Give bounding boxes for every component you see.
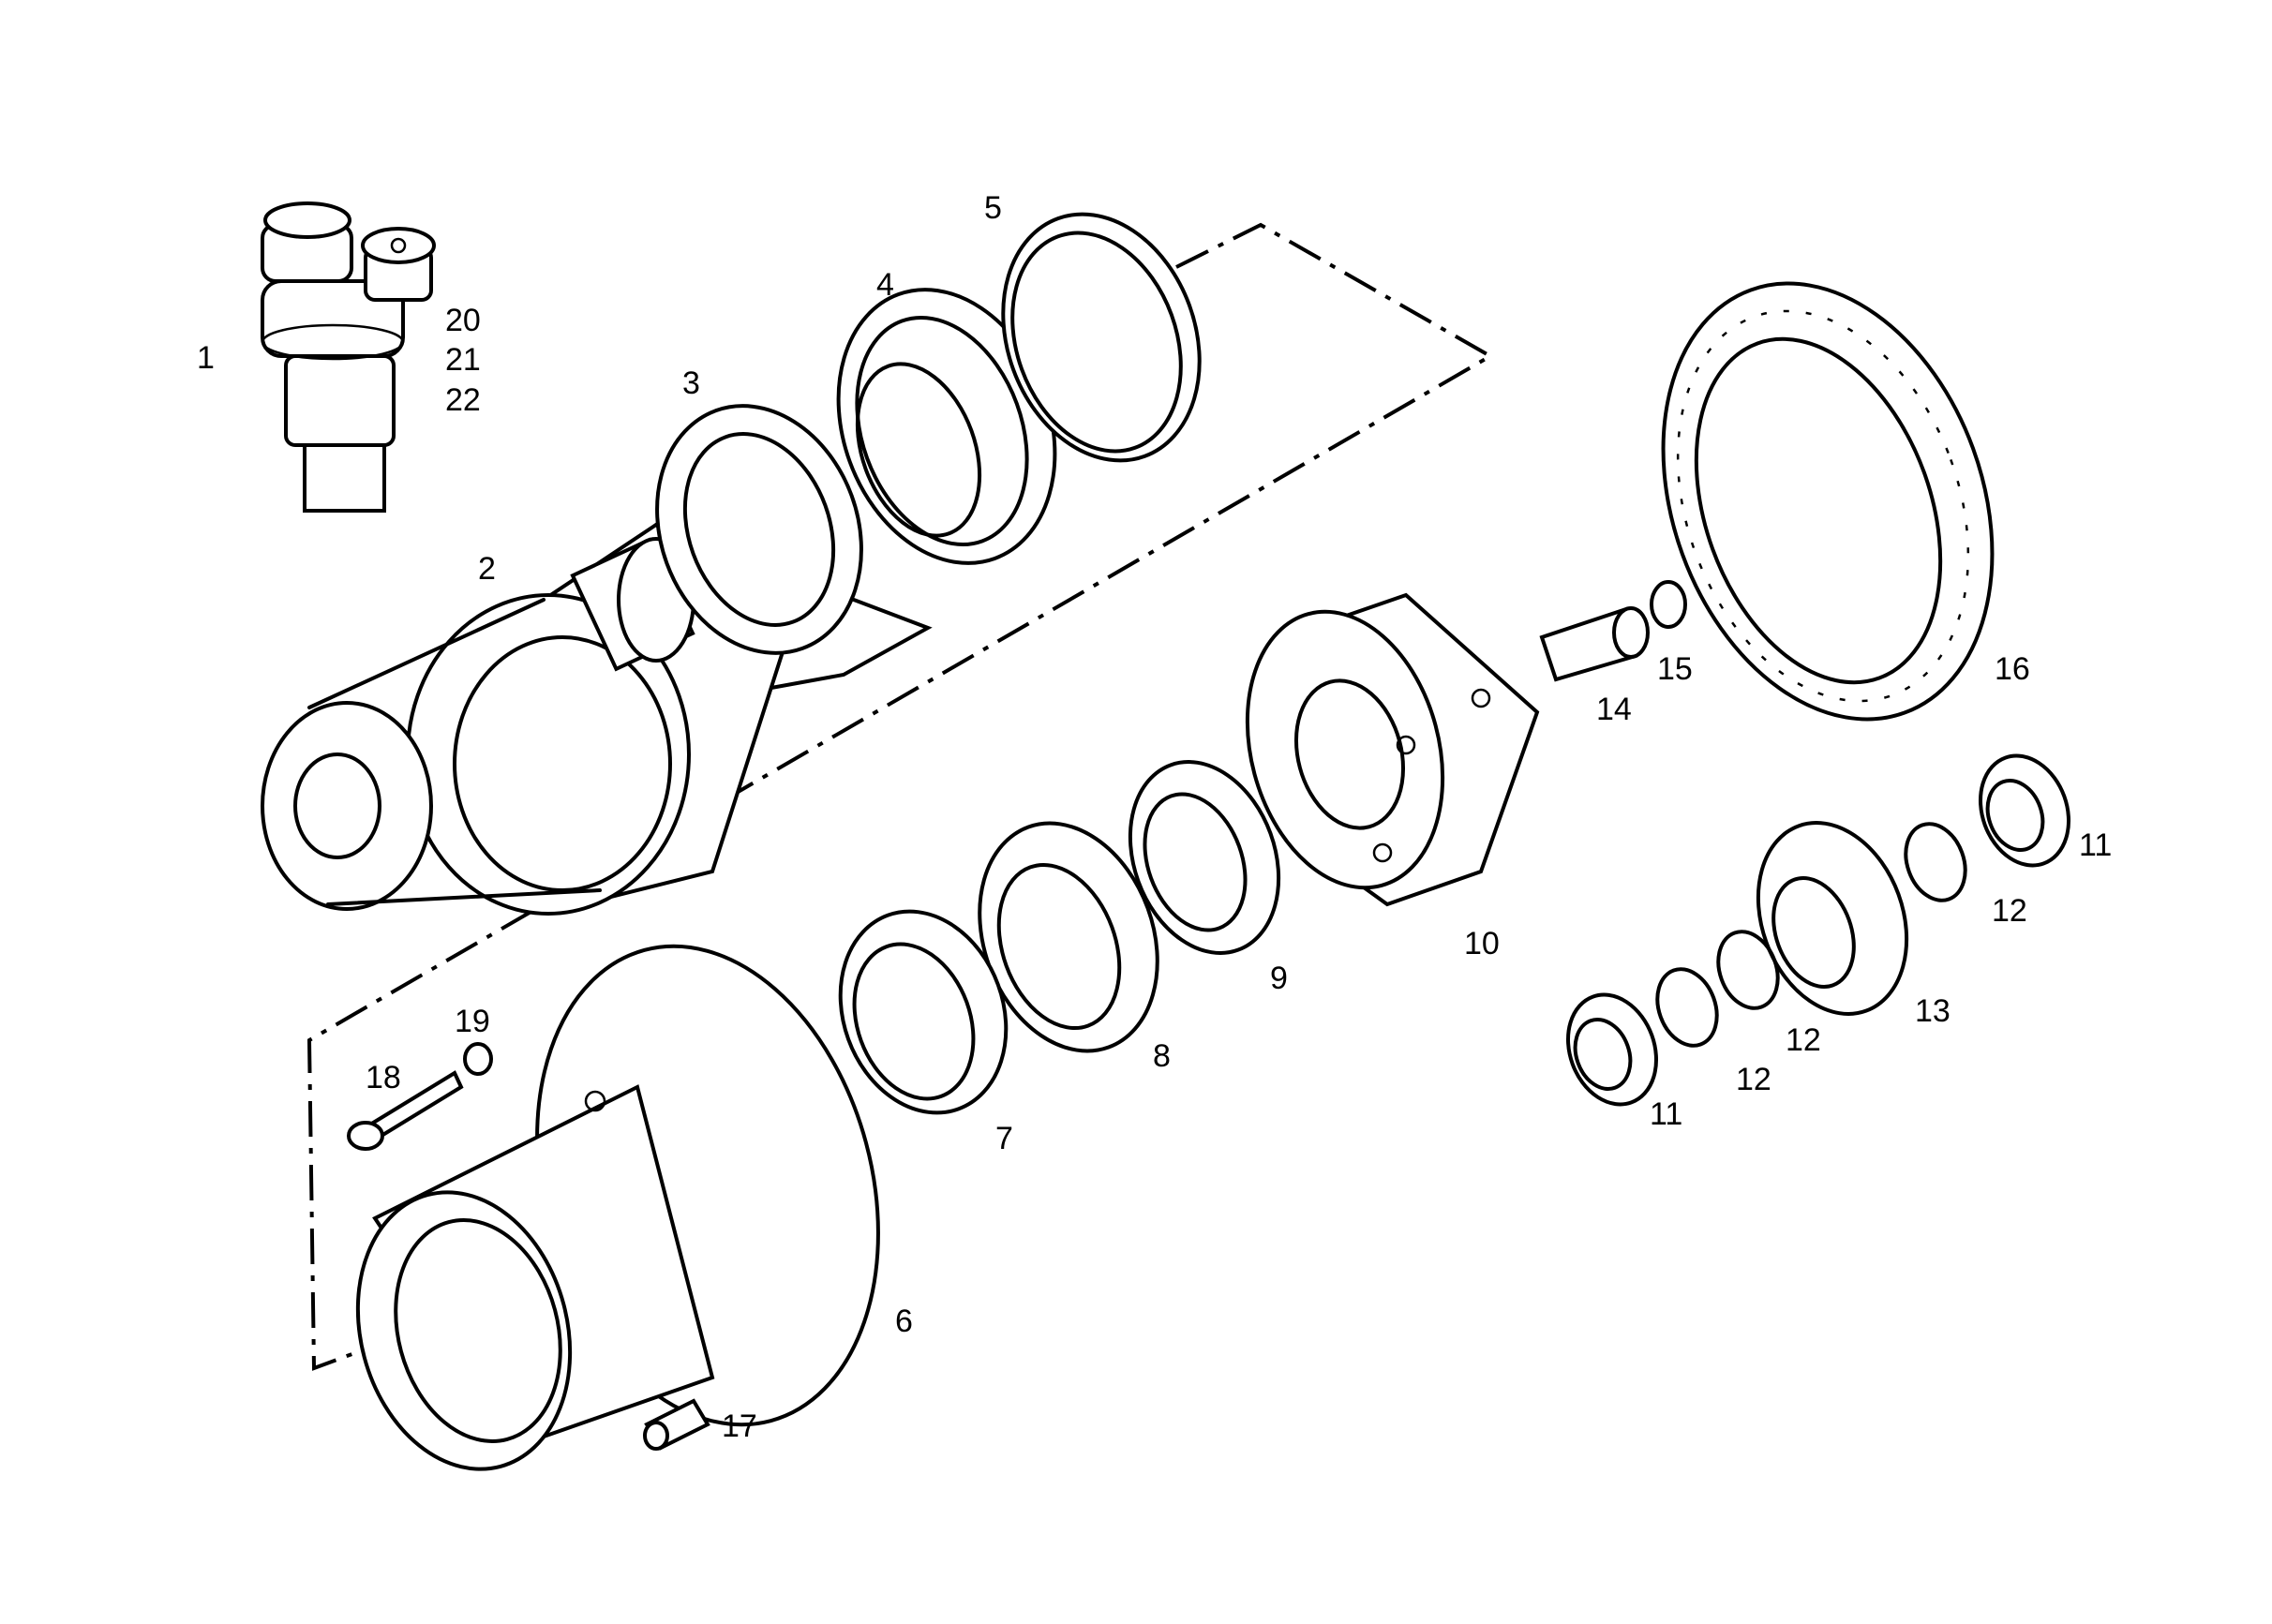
assembly-boundary-line: [306, 222, 1495, 1371]
callout-2: 2: [478, 551, 496, 587]
callout-13: 13: [1915, 993, 1951, 1029]
callout-7: 7: [995, 1121, 1013, 1156]
callout-5: 5: [984, 190, 1002, 226]
part-12-circlip-middle: [1716, 930, 1780, 1010]
part-9-nut: [1128, 760, 1281, 955]
callout-14: 14: [1596, 692, 1632, 727]
callout-12-middle: 12: [1786, 1022, 1821, 1058]
part-14-pin: [1539, 606, 1650, 682]
callout-9: 9: [1270, 961, 1288, 996]
callout-11-right: 11: [2079, 827, 2113, 863]
callout-6: 6: [895, 1304, 913, 1339]
part-18-bolt: [347, 1070, 464, 1151]
part-11-bearing-left: [1565, 992, 1659, 1107]
callout-4: 4: [876, 267, 894, 303]
callout-3: 3: [682, 365, 700, 401]
callout-16: 16: [1995, 651, 2030, 687]
callout-12-right: 12: [1992, 893, 2027, 929]
part-5-ring: [1001, 212, 1202, 463]
part-19-washer: [463, 1042, 493, 1076]
part-17-dowel: [643, 1398, 710, 1451]
callout-17: 17: [722, 1408, 757, 1444]
part-1-hub-assembly: [261, 201, 436, 513]
callout-22: 22: [445, 382, 481, 418]
part-4-taper-bearing: [836, 288, 1057, 565]
callout-18: 18: [366, 1060, 401, 1095]
part-3-seal-ring: [655, 404, 863, 655]
callout-15: 15: [1657, 651, 1693, 687]
callout-21: 21: [445, 342, 481, 378]
callout-20: 20: [445, 303, 481, 338]
part-7-seal: [838, 909, 1009, 1115]
part-6-wheel-hub: [355, 944, 880, 1471]
callout-19: 19: [455, 1004, 490, 1039]
callout-11-left: 11: [1650, 1096, 1683, 1132]
part-15-circlip: [1650, 580, 1687, 629]
part-12-circlip-left: [1655, 967, 1719, 1048]
callout-8: 8: [1153, 1038, 1171, 1074]
callout-1: 1: [197, 340, 215, 376]
callout-10: 10: [1464, 926, 1500, 961]
part-10-planet-carrier: [1245, 592, 1540, 907]
part-16-ring-gear: [1661, 281, 1995, 722]
part-11-bearing-right: [1978, 753, 2071, 868]
callout-12-left: 12: [1736, 1062, 1771, 1097]
part-12-circlip-right: [1904, 822, 1967, 902]
part-13-planet-gear: [1756, 821, 1909, 1016]
